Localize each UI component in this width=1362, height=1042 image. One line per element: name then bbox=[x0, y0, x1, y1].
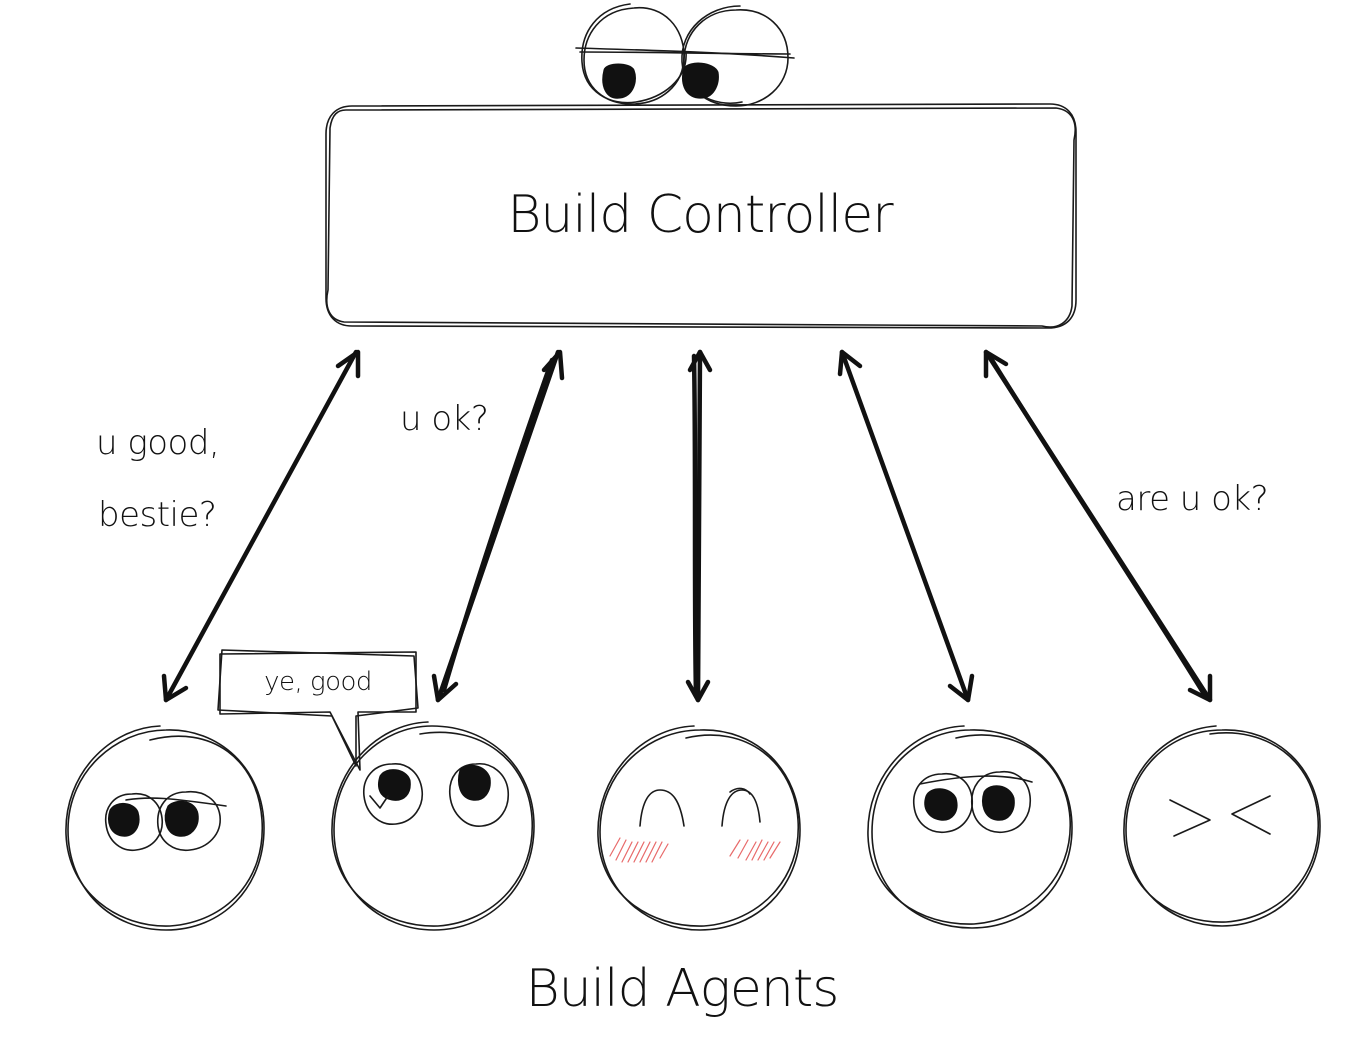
wide-eyes-talking-icon bbox=[363, 763, 509, 827]
controller-eyes-icon bbox=[575, 3, 795, 107]
agent-2 bbox=[331, 721, 535, 931]
arrow-agent-1 bbox=[161, 349, 361, 703]
agent-5 bbox=[1123, 725, 1321, 927]
wide-eyes-icon bbox=[104, 791, 227, 851]
build-controller-label: Build Controller bbox=[507, 185, 894, 245]
agent-4 bbox=[867, 725, 1073, 929]
agent-1 bbox=[65, 725, 265, 931]
arrow-agent-3 bbox=[685, 349, 713, 703]
message-middle-left: u ok? bbox=[400, 399, 488, 439]
arrow-agent-2 bbox=[431, 349, 565, 703]
arrow-agent-4 bbox=[837, 349, 975, 703]
arrow-agent-5 bbox=[983, 349, 1213, 703]
message-right: are u ok? bbox=[1116, 479, 1268, 519]
squint-icon bbox=[1169, 795, 1271, 837]
agent-3 bbox=[597, 725, 801, 931]
speech-bubble: ye, good bbox=[217, 649, 419, 771]
build-agents-label: Build Agents bbox=[526, 959, 839, 1019]
build-controller-box: Build Controller bbox=[325, 103, 1077, 329]
happy-blush-icon bbox=[609, 787, 781, 863]
message-left-line1: u good, bbox=[96, 423, 219, 463]
wide-eyes-icon bbox=[913, 771, 1033, 833]
reply-bubble-text: ye, good bbox=[264, 667, 372, 697]
message-left-line2: bestie? bbox=[98, 495, 216, 535]
